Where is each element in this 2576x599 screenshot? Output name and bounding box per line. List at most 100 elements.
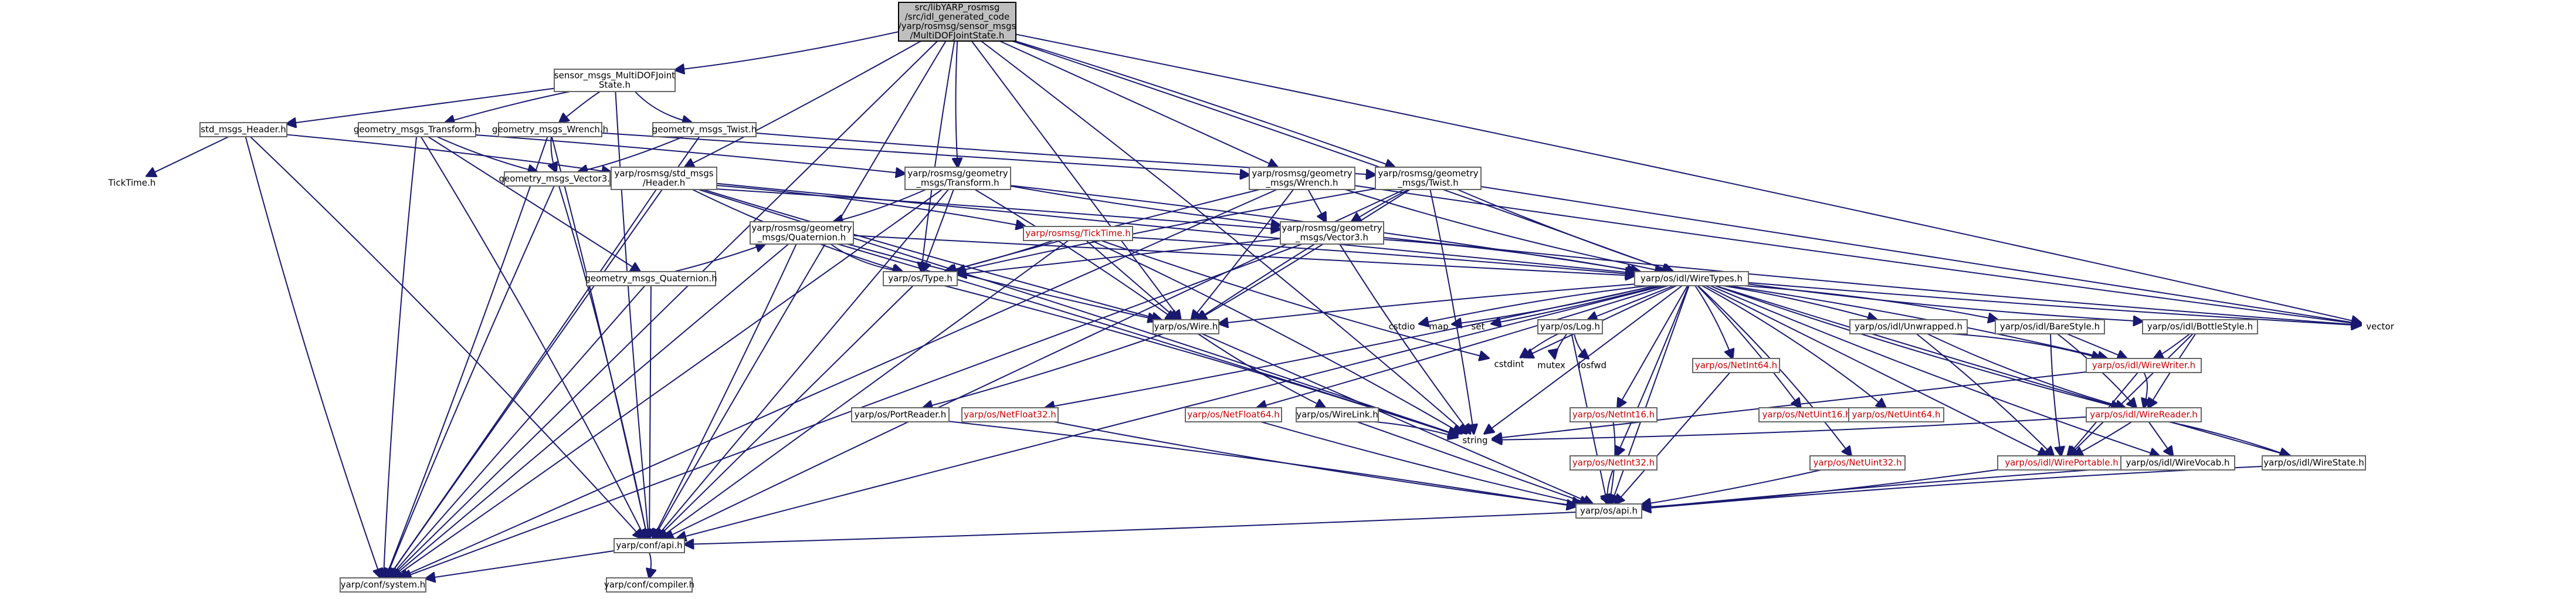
graph-node-map[interactable]: map xyxy=(1425,320,1452,334)
graph-node-gm_v3[interactable]: geometry_msgs_Vector3.h xyxy=(499,171,616,187)
node-label-line: geometry_msgs_Transform.h xyxy=(354,124,480,136)
graph-node-conf_compiler[interactable]: yarp/conf/compiler.h xyxy=(604,577,694,593)
graph-node-gm_tw[interactable]: geometry_msgs_Twist.h xyxy=(652,122,757,137)
include-edge-os_log-to-iosfwd xyxy=(1573,333,1588,358)
graph-node-os_wire[interactable]: yarp/os/Wire.h xyxy=(1153,319,1219,334)
graph-node-yr_tf[interactable]: yarp/rosmsg/geometry_msgs/Transform.h xyxy=(904,167,1011,190)
graph-node-root[interactable]: src/libYARP_rosmsg/src/idl_generated_cod… xyxy=(898,2,1016,42)
graph-node-netuint16[interactable]: yarp/os/NetUint16.h xyxy=(1758,407,1855,422)
graph-node-cstdio[interactable]: cstdio xyxy=(1384,320,1419,334)
node-label-line: map xyxy=(1429,322,1448,332)
graph-node-yr_v3[interactable]: yarp/rosmsg/geometry_msgs/Vector3.h xyxy=(1280,221,1384,245)
graph-node-yr_quat[interactable]: yarp/rosmsg/geometry_msgs/Quaternion.h xyxy=(750,221,854,245)
graph-node-unwrapped[interactable]: yarp/os/idl/Unwrapped.h xyxy=(1849,319,1968,334)
graph-node-gm_tf[interactable]: geometry_msgs_Transform.h xyxy=(354,122,480,137)
node-label-line: yarp/os/idl/WireWriter.h xyxy=(2092,360,2195,371)
graph-node-barestyle[interactable]: yarp/os/idl/BareStyle.h xyxy=(1995,319,2105,334)
node-box xyxy=(606,577,693,593)
graph-node-wirewriter[interactable]: yarp/os/idl/WireWriter.h xyxy=(2086,358,2202,373)
graph-node-netint16[interactable]: yarp/os/NetInt16.h xyxy=(1570,407,1658,422)
include-edge-netint32-to-os_api xyxy=(1608,469,1614,504)
graph-node-wirestate[interactable]: yarp/os/idl/WireState.h xyxy=(2262,455,2366,471)
include-edge-gm_quat-to-conf_api xyxy=(649,285,651,539)
graph-node-vector[interactable]: vector xyxy=(2361,320,2399,334)
graph-node-ticktime[interactable]: TickTime.h xyxy=(106,176,158,190)
node-box xyxy=(2086,358,2202,373)
graph-node-std_hdr[interactable]: std_msgs_Header.h xyxy=(199,122,287,137)
include-edge-wiretypes-to-os_wire xyxy=(1219,283,1635,323)
include-edge-gm_v3-to-conf_api xyxy=(558,185,648,539)
include-edge-yr_quat-to-os_wire xyxy=(847,243,1157,320)
graph-node-gm_wr[interactable]: geometry_msgs_Wrench.h xyxy=(492,122,608,137)
graph-node-wireportable[interactable]: yarp/os/idl/WirePortable.h xyxy=(1997,455,2126,471)
node-box xyxy=(340,577,426,593)
graph-node-netuint32[interactable]: yarp/os/NetUint32.h xyxy=(1809,455,1906,471)
graph-node-yr_tick[interactable]: yarp/rosmsg/TickTime.h xyxy=(1023,226,1133,241)
graph-node-yr_wr[interactable]: yarp/rosmsg/geometry_msgs/Wrench.h xyxy=(1249,167,1355,190)
include-edge-wirereader-to-wirevocab xyxy=(2148,421,2172,456)
graph-node-gm_quat[interactable]: geometry_msgs_Quaternion.h xyxy=(585,271,717,286)
include-edge-wiretypes-to-unwrapped xyxy=(1723,285,1877,320)
include-edge-yr_std_hdr-to-wiretypes xyxy=(716,182,1635,273)
graph-node-wiretypes[interactable]: yarp/os/idl/WireTypes.h xyxy=(1634,271,1749,286)
graph-node-wirevocab[interactable]: yarp/os/idl/WireVocab.h xyxy=(2120,455,2235,471)
include-edge-yr_quat-to-conf_system xyxy=(391,243,789,578)
graph-node-yr_std_hdr[interactable]: yarp/rosmsg/std_msgs/Header.h xyxy=(611,167,717,190)
include-edge-yr_tf-to-conf_api xyxy=(655,189,949,539)
include-edge-os_log-to-mutex xyxy=(1555,333,1568,358)
include-edge-conf_api-to-conf_compiler xyxy=(649,552,651,578)
graph-node-netfloat32[interactable]: yarp/os/NetFloat32.h xyxy=(961,407,1059,422)
graph-node-iosfwd[interactable]: iosfwd xyxy=(1575,358,1610,373)
graph-node-os_log[interactable]: yarp/os/Log.h xyxy=(1537,319,1603,334)
include-edge-wiretypes-to-string xyxy=(1484,285,1683,434)
node-label-line: _msgs/Vector3.h xyxy=(1295,232,1368,243)
node-box xyxy=(554,69,676,92)
graph-node-cstdint[interactable]: cstdint xyxy=(1489,357,1530,371)
node-label-line: yarp/os/NetUint32.h xyxy=(1813,458,1902,468)
graph-node-netfloat64[interactable]: yarp/os/NetFloat64.h xyxy=(1185,407,1282,422)
include-edge-gm_tf-to-gm_v3 xyxy=(436,136,537,172)
node-label-line: yarp/os/idl/WireState.h xyxy=(2263,458,2364,468)
graph-node-os_type[interactable]: yarp/os/Type.h xyxy=(883,271,958,286)
node-box xyxy=(1692,358,1780,373)
graph-node-mutex[interactable]: mutex xyxy=(1535,358,1568,373)
graph-node-yr_tw[interactable]: yarp/rosmsg/geometry_msgs/Twist.h xyxy=(1375,167,1482,190)
graph-node-bottlestyle[interactable]: yarp/os/idl/BottleStyle.h xyxy=(2142,319,2258,334)
include-edge-yr_tf-to-yr_v3 xyxy=(1010,185,1280,225)
node-box xyxy=(1575,503,1642,519)
node-label-line: cstdio xyxy=(1389,322,1415,332)
include-edge-unwrapped-to-wireportable xyxy=(1916,333,2054,456)
node-box xyxy=(1849,319,1968,334)
node-label-line: geometry_msgs_Wrench.h xyxy=(492,124,608,136)
graph-node-netint64[interactable]: yarp/os/NetInt64.h xyxy=(1692,358,1780,373)
graph-node-set[interactable]: set xyxy=(1465,320,1492,334)
node-box xyxy=(1537,319,1603,334)
node-label-line: yarp/rosmsg/geometry xyxy=(1252,168,1352,179)
graph-node-netuint64[interactable]: yarp/os/NetUint64.h xyxy=(1848,407,1944,422)
node-box xyxy=(904,167,1011,190)
include-edge-std_hdr-to-conf_system xyxy=(245,136,381,578)
node-label-line: yarp/os/PortReader.h xyxy=(855,410,947,420)
graph-node-portreader[interactable]: yarp/os/PortReader.h xyxy=(851,407,950,422)
graph-node-conf_system[interactable]: yarp/conf/system.h xyxy=(340,577,426,593)
graph-node-wirelink[interactable]: yarp/os/WireLink.h xyxy=(1296,407,1379,422)
graph-node-string[interactable]: string xyxy=(1458,434,1493,448)
graph-node-os_api[interactable]: yarp/os/api.h xyxy=(1575,503,1642,519)
node-label-line: yarp/rosmsg/TickTime.h xyxy=(1025,228,1130,239)
include-edge-gm_wr-to-gm_v3 xyxy=(551,136,556,172)
node-label-line: iosfwd xyxy=(1578,360,1606,371)
node-box xyxy=(504,171,611,187)
graph-node-netint32[interactable]: yarp/os/NetInt32.h xyxy=(1570,455,1658,471)
graph-node-wirereader[interactable]: yarp/os/idl/WireReader.h xyxy=(2086,407,2202,422)
include-edge-gm_quat-to-yr_quat xyxy=(674,244,765,272)
node-box xyxy=(199,122,287,137)
include-edge-gm_tf-to-conf_system xyxy=(384,136,418,578)
include-edge-yr_tw-to-yr_v3 xyxy=(1352,189,1409,222)
node-label-line: yarp/os/NetFloat64.h xyxy=(1187,410,1280,420)
graph-node-sm_mdof[interactable]: sensor_msgs_MultiDOFJointState.h xyxy=(554,69,676,92)
include-edge-wiretypes-to-vector xyxy=(1748,282,2361,326)
include-edge-wirewriter-to-string xyxy=(1493,371,2087,439)
include-edge-wiretypes-to-wireportable xyxy=(1705,285,2048,456)
graph-node-conf_api[interactable]: yarp/conf/api.h xyxy=(614,538,685,553)
node-label-line: std_msgs_Header.h xyxy=(201,124,286,136)
